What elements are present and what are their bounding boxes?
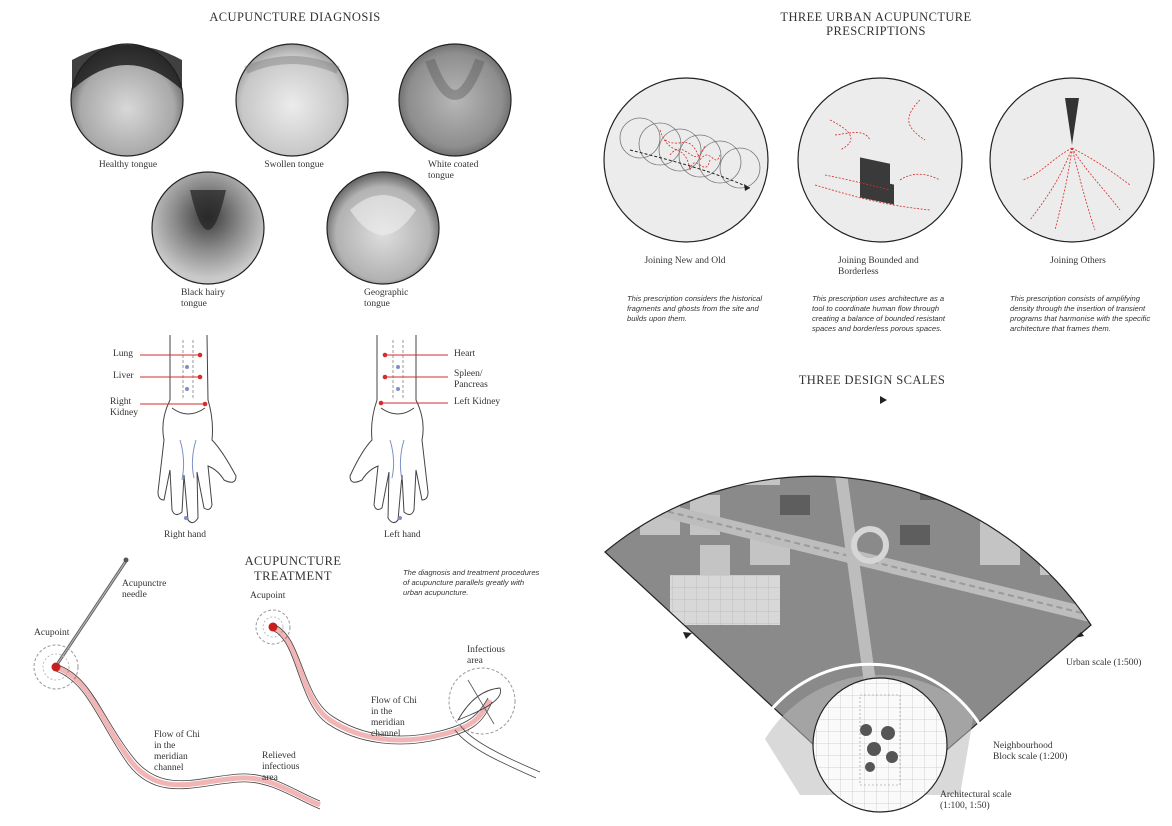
acupoint-label-left: Acupoint xyxy=(34,628,70,638)
prescription-text-others: This prescription consists of amplifying… xyxy=(1010,294,1151,333)
prescription-text-bounded: This prescription uses architecture as a… xyxy=(812,294,945,333)
acupuncture-needle xyxy=(56,557,129,664)
prescription-label-bounded: Joining Bounded and Borderless xyxy=(838,256,919,277)
prescription-new-old-diagram xyxy=(603,77,769,243)
prescriptions-title: THREE URBAN ACUPUNCTURE PRESCRIPTIONS xyxy=(780,10,972,38)
point-label-right-kidney: Right Kidney xyxy=(110,397,138,418)
prescription-label-others: Joining Others xyxy=(1050,256,1106,266)
tongue-label-healthy: Healthy tongue xyxy=(98,160,158,170)
treatment-note: The diagnosis and treatment procedures o… xyxy=(403,568,540,597)
infectious-label: Infectious area xyxy=(467,645,505,666)
prescription-others-diagram xyxy=(989,77,1155,243)
tongue-healthy-image xyxy=(70,43,184,157)
meridian-channel-right xyxy=(273,624,541,779)
neighbourhood-scale-label: Neighbourhood Block scale (1:200) xyxy=(993,741,1068,762)
flow-label-right: Flow of Chi in the meridian channel xyxy=(371,696,417,739)
right-hand-drawing xyxy=(157,334,237,524)
left-hand-points xyxy=(378,352,448,406)
tongue-swollen-image xyxy=(235,43,349,157)
point-label-left-kidney: Left Kidney xyxy=(454,397,501,407)
tongue-white-coated-image xyxy=(398,43,512,157)
prescription-bounded-borderless-diagram xyxy=(797,77,963,243)
tongue-black-hairy-image xyxy=(151,171,265,285)
acupoint-left xyxy=(33,644,79,690)
urban-scale-label: Urban scale (1:500) xyxy=(1066,658,1142,668)
tongue-label-white-coated: White coated tongue xyxy=(428,160,479,181)
left-hand-drawing xyxy=(349,335,429,524)
right-hand-points xyxy=(140,352,208,407)
needle-label: Acupunctre needle xyxy=(122,579,167,600)
tongue-label-swollen: Swollen tongue xyxy=(264,160,324,170)
diagnosis-title: ACUPUNCTURE DIAGNOSIS xyxy=(209,10,381,24)
left-hand-label: Left hand xyxy=(384,530,421,540)
relieved-label: Relieved infectious area xyxy=(262,751,300,783)
infectious-area-marker xyxy=(448,667,516,735)
architectural-scale-circle xyxy=(812,677,948,813)
right-hand-label: Right hand xyxy=(164,530,206,540)
architectural-scale-label: Architectural scale (1:100, 1:50) xyxy=(940,790,1012,811)
tongue-geographic-image xyxy=(326,171,440,285)
point-label-liver: Liver xyxy=(113,371,134,381)
point-label-spleen: Spleen/ Pancreas xyxy=(454,369,488,390)
design-scales-diagram xyxy=(604,396,1092,813)
prescription-label-new-old: Joining New and Old xyxy=(644,256,726,266)
prescription-text-new-old: This prescription considers the historic… xyxy=(627,294,763,323)
meridian-channel-left xyxy=(55,664,321,810)
tongue-label-black-hairy: Black hairy tongue xyxy=(181,288,226,309)
tongue-label-geographic: Geographic tongue xyxy=(364,288,409,309)
prescription-diagrams xyxy=(603,77,1155,243)
flow-label-left: Flow of Chi in the meridian channel xyxy=(154,730,200,773)
diagnosis-figure xyxy=(33,43,541,810)
treatment-title: ACUPUNCTURE TREATMENT xyxy=(244,554,342,583)
scales-title: THREE DESIGN SCALES xyxy=(798,373,946,387)
point-label-lung: Lung xyxy=(113,349,134,359)
point-label-heart: Heart xyxy=(454,349,476,359)
acupoint-label-right: Acupoint xyxy=(250,591,286,601)
